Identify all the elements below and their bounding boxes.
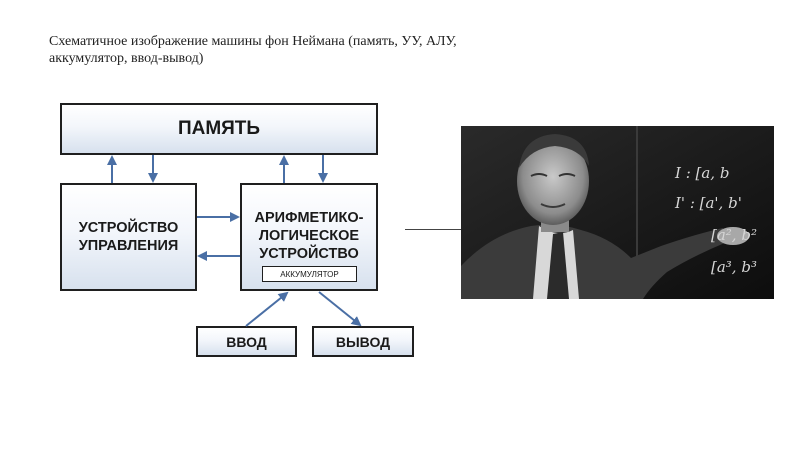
alu-label-line-3: УСТРОЙСТВО — [259, 246, 359, 262]
arrow-input-to-alu — [245, 291, 289, 327]
suit-shape — [461, 224, 727, 299]
alu-label-line-2: ЛОГИЧЕСКОЕ — [258, 228, 360, 244]
control-unit-block: УСТРОЙСТВО УПРАВЛЕНИЯ — [60, 183, 197, 291]
head-shape — [517, 137, 589, 225]
arrow-alu-to-output — [318, 291, 362, 327]
connector-line — [405, 229, 462, 230]
accumulator-block: АККУМУЛЯТОР — [262, 266, 357, 282]
board-line-3: [a², b² — [711, 226, 757, 244]
alu-label-line-1: АРИФМЕТИКО- — [254, 210, 364, 226]
control-unit-label-line-2: УПРАВЛЕНИЯ — [78, 238, 179, 254]
slide-title: Схематичное изображение машины фон Нейма… — [49, 34, 457, 66]
board-line-2: I' : [a', b' — [674, 194, 742, 212]
input-label: ВВОД — [226, 333, 267, 350]
pointing-hand — [717, 227, 749, 245]
input-block: ВВОД — [196, 326, 297, 357]
output-block: ВЫВОД — [312, 326, 414, 357]
output-label: ВЫВОД — [335, 333, 391, 350]
memory-block: ПАМЯТЬ — [60, 103, 378, 155]
necktie-shape — [547, 232, 569, 299]
board-line-1: I : [a, b — [674, 164, 729, 182]
hair-shape — [519, 134, 589, 168]
control-unit-label-line-1: УСТРОЙСТВО — [78, 220, 179, 236]
von-neumann-photo: I : [a, b I' : [a', b' [a², b² [a³, b³ — [461, 126, 774, 299]
portrait-illustration: I : [a, b I' : [a', b' [a², b² [a³, b³ — [461, 126, 774, 299]
memory-label: ПАМЯТЬ — [177, 118, 261, 139]
board-line-4: [a³, b³ — [711, 258, 757, 276]
